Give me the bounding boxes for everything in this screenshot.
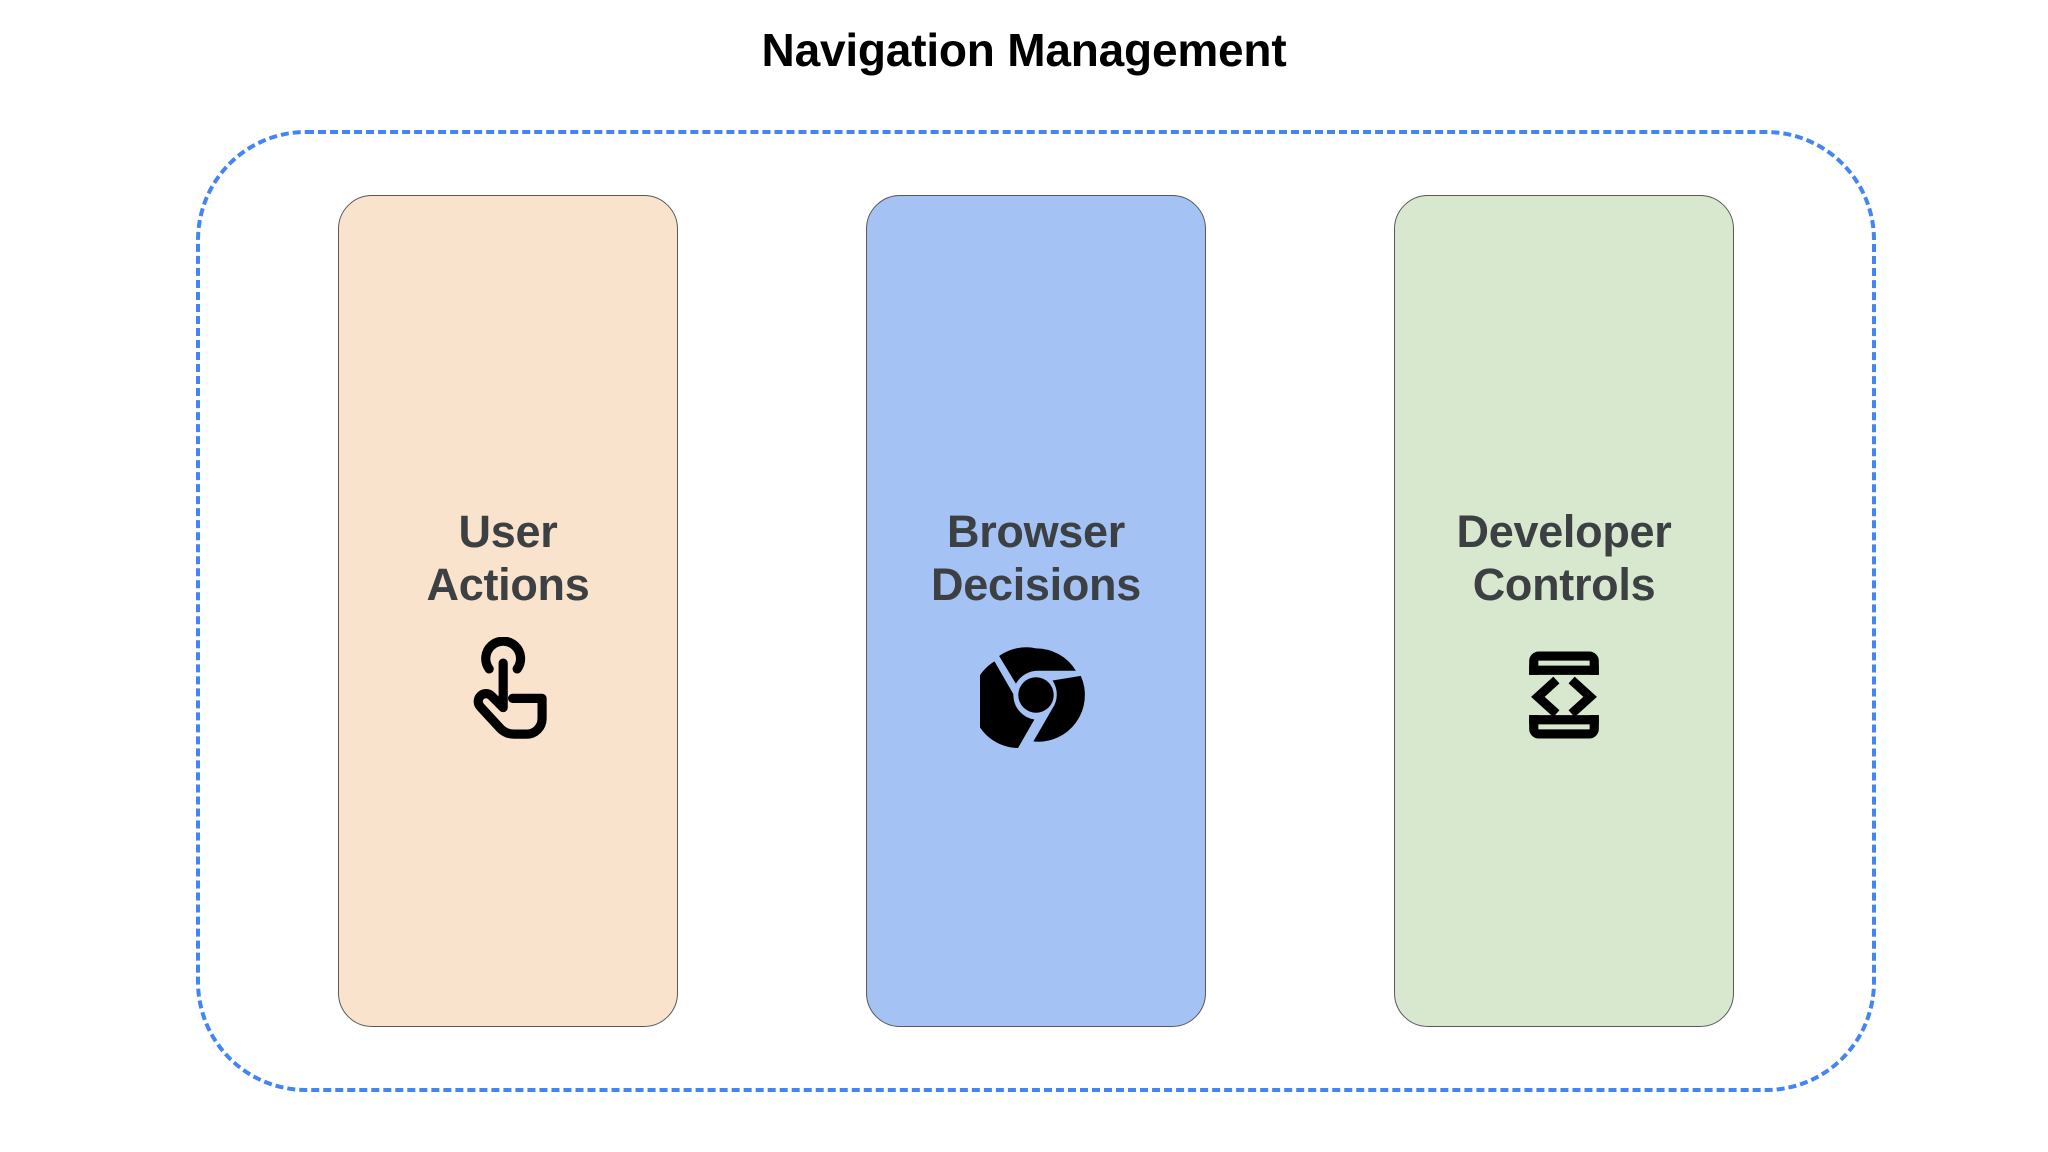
dashed-group-boundary	[196, 130, 1876, 1092]
page-title: Navigation Management	[761, 24, 1287, 76]
card-content: User Actions	[427, 505, 590, 753]
card-label-developer-controls: Developer Controls	[1456, 505, 1672, 610]
card-user-actions[interactable]: User Actions	[338, 195, 678, 1027]
card-developer-controls[interactable]: Developer Controls	[1394, 195, 1734, 1027]
touch-app-icon	[450, 637, 566, 753]
card-browser-decisions[interactable]: Browser Decisions	[866, 195, 1206, 1027]
card-label-user-actions: User Actions	[426, 505, 590, 610]
cards-row: User Actions Browser Decisions	[196, 130, 1876, 1092]
developer-mode-icon	[1506, 637, 1622, 753]
chrome-icon	[978, 637, 1094, 753]
card-label-browser-decisions: Browser Decisions	[931, 505, 1141, 610]
card-content: Browser Decisions	[931, 505, 1141, 753]
card-content: Developer Controls	[1457, 505, 1672, 753]
